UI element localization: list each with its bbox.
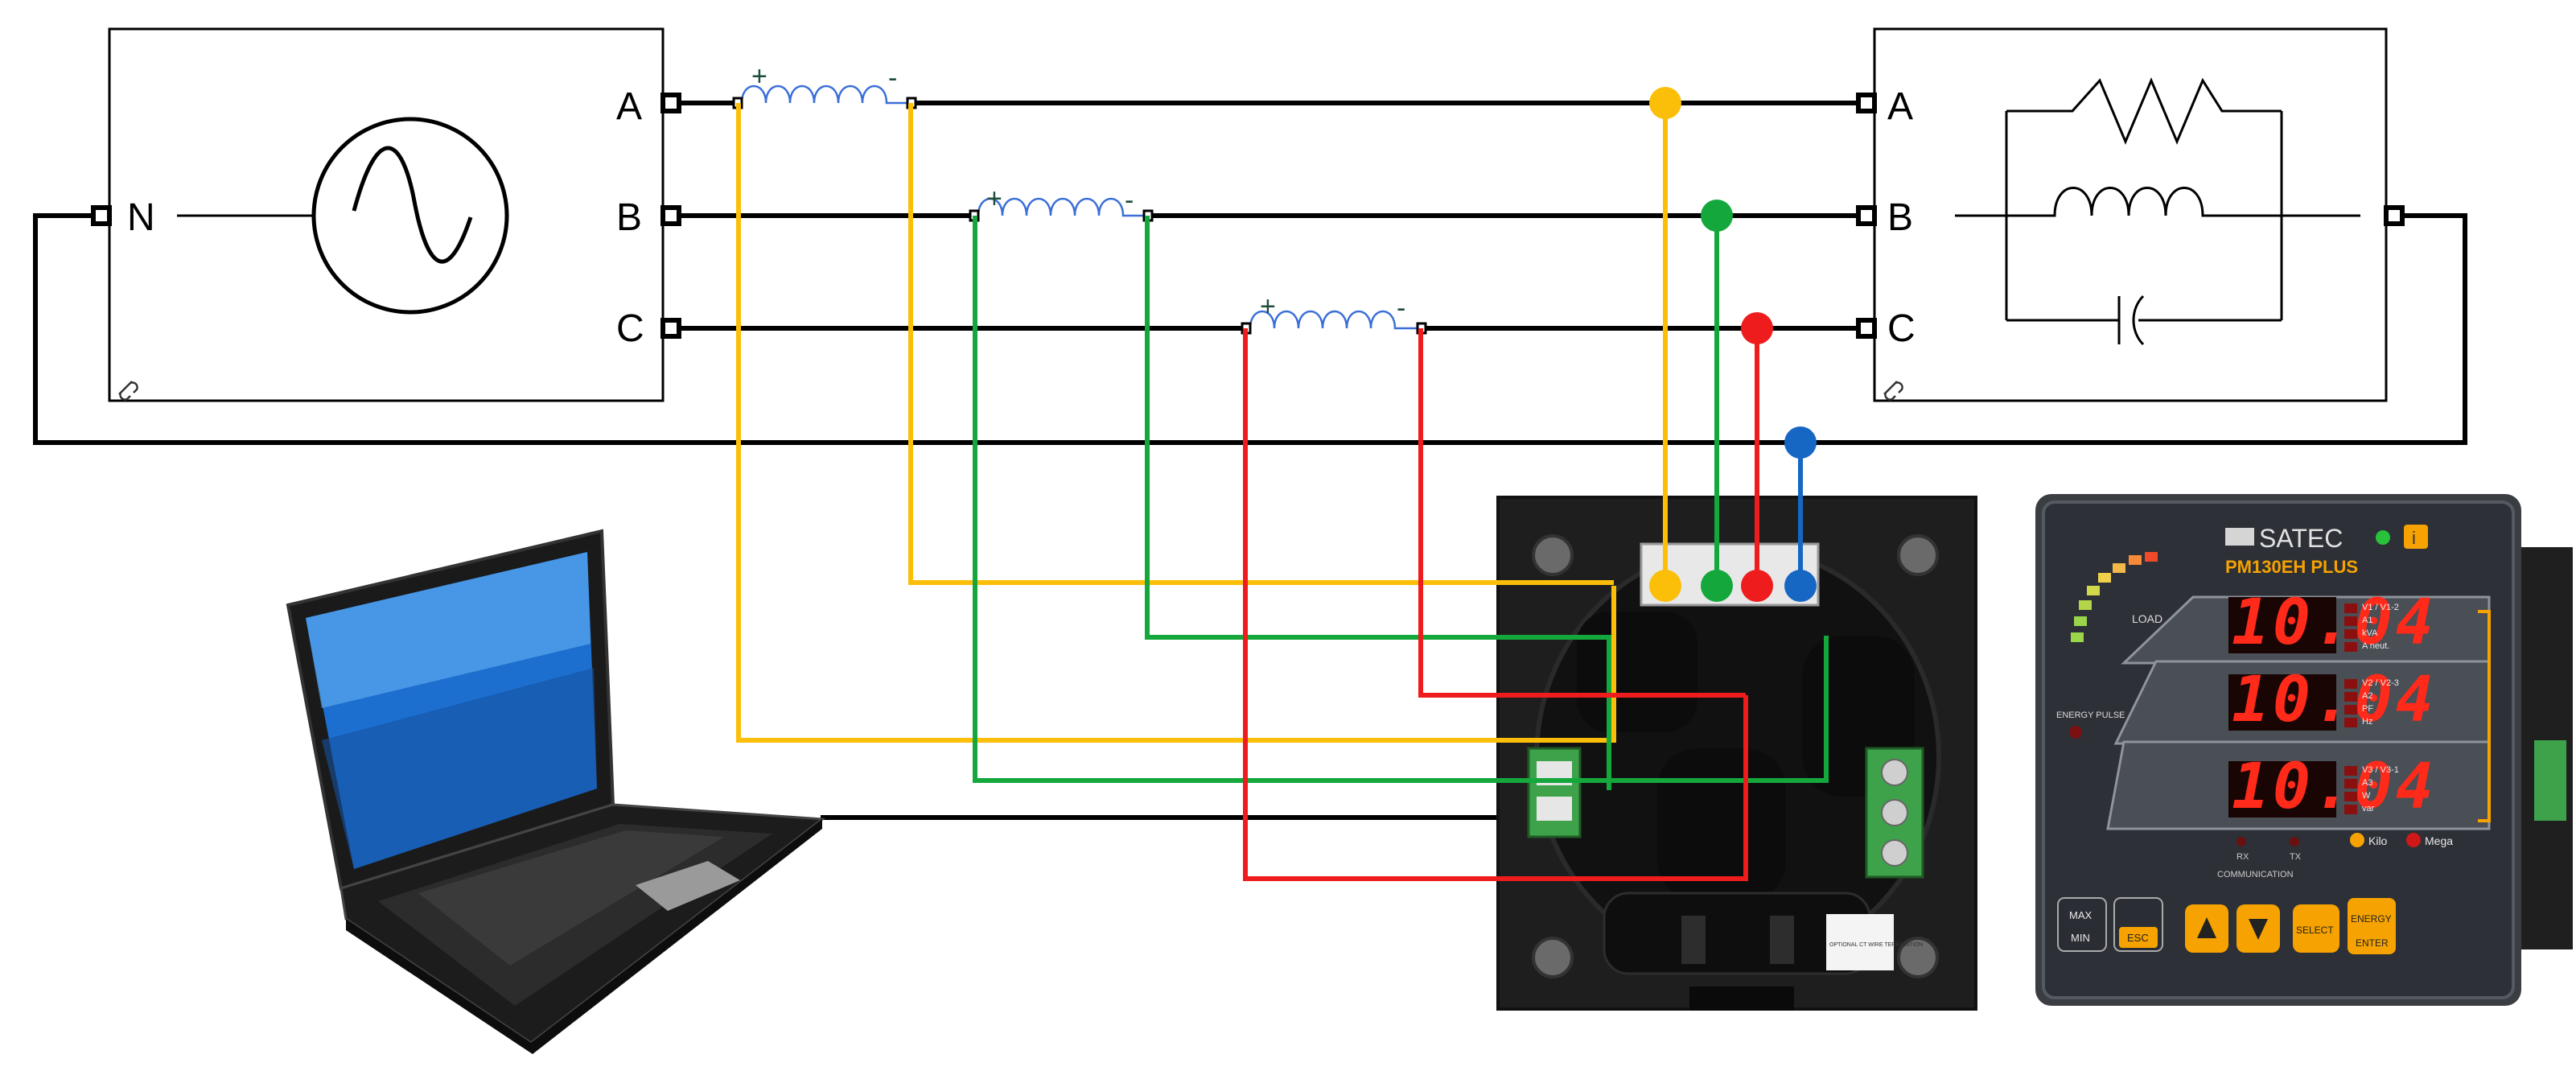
r2-l3: PF (2362, 704, 2373, 714)
load-bar-leds (2071, 552, 2158, 642)
svg-text:MIN: MIN (2071, 932, 2090, 944)
wire-phase-c-ct-plus (1243, 328, 1748, 881)
ct-phase-b: + - (969, 183, 1154, 222)
r1-l4: A neut. (2362, 641, 2389, 651)
source-port-n[interactable] (91, 205, 112, 226)
meter-back-view: OPTIONAL CT WIRE TERMINATION (1496, 496, 1977, 1011)
wire-phase-a-ct-minus (908, 103, 1614, 585)
neutral-return-wire (33, 213, 2467, 445)
svg-text:MAX: MAX (2069, 909, 2092, 921)
load-port-n[interactable] (2384, 205, 2405, 226)
r2-l1: V2 / V2-3 (2362, 678, 2399, 688)
load-port-b[interactable] (1856, 205, 1877, 226)
mega-label: Mega (2425, 834, 2453, 847)
load-port-a[interactable] (1856, 93, 1877, 113)
rx-label: RX (2237, 852, 2249, 862)
source-phase-a-label: A (616, 85, 642, 128)
power-lines (33, 101, 2467, 820)
ct-b-minus: - (1125, 185, 1134, 216)
r3-l1: V3 / V3-1 (2362, 765, 2399, 775)
source-port-b[interactable] (660, 205, 681, 226)
load-port-c[interactable] (1856, 318, 1877, 339)
display-reading-2: 10.04 (2232, 664, 2437, 736)
source-port-a[interactable] (660, 93, 681, 113)
r3-l3: W (2362, 791, 2371, 801)
load-phase-b-label: B (1887, 196, 1913, 239)
ct-a-minus: - (888, 63, 897, 93)
svg-text:ESC: ESC (2127, 932, 2149, 944)
source-block[interactable]: N A B C (91, 27, 681, 402)
max-min-button[interactable] (2057, 897, 2107, 952)
link-icon (118, 381, 138, 401)
svg-text:ENERGY: ENERGY (2351, 913, 2392, 925)
r3-l2: A3 (2362, 778, 2372, 788)
sine-wave-icon (352, 146, 473, 264)
link-icon (1883, 381, 1903, 401)
info-button[interactable] (2404, 525, 2428, 549)
ct-phase-a: + - (732, 61, 917, 109)
inductor-icon (2006, 187, 2282, 217)
wire-phase-c-ct-minus (1418, 328, 1746, 698)
power-led (2376, 530, 2390, 545)
svg-text:SELECT: SELECT (2296, 925, 2334, 936)
display-reading-1: 10.04 (2232, 587, 2437, 659)
touchpad (636, 861, 740, 911)
communication-label: COMMUNICATION (2217, 870, 2294, 879)
energy-enter-button[interactable] (2348, 898, 2396, 954)
r3-l4: var (2362, 804, 2375, 813)
neutral-label: N (127, 196, 155, 239)
meter-front-view: SATEC PM130EH PLUS i LOAD ENERGY PULSE 1… (2035, 494, 2573, 1006)
kilo-label: Kilo (2368, 834, 2388, 847)
wire-taps (1649, 87, 1817, 602)
select-button[interactable] (2293, 904, 2339, 953)
r2-l2: A2 (2362, 691, 2372, 701)
resistor-icon (2006, 77, 2282, 145)
display-reading-3: 10.04 (2232, 751, 2437, 823)
source-port-c[interactable] (660, 318, 681, 339)
wire-phase-b-ct-minus (1145, 216, 1611, 790)
load-phase-a-label: A (1887, 85, 1913, 128)
keyboard (418, 830, 724, 966)
ct-note-text: OPTIONAL CT WIRE TERMINATION (1829, 942, 1923, 948)
svg-text:i: i (2412, 528, 2416, 548)
meter-model: PM130EH PLUS (2225, 557, 2358, 577)
ct-a-plus: + (751, 61, 767, 92)
meter-brand: SATEC (2259, 524, 2343, 553)
load-phase-c-label: C (1887, 307, 1916, 350)
wire-phase-b-ct-plus (973, 216, 1829, 783)
rlc-load-symbol (1955, 77, 2360, 346)
capacitor-icon (2006, 294, 2282, 346)
svg-text:ENTER: ENTER (2356, 937, 2389, 949)
ac-source-symbol (311, 117, 509, 315)
ct-note-label (1826, 914, 1894, 970)
ct-b-plus: + (986, 183, 1002, 214)
source-phase-b-label: B (616, 196, 642, 239)
ct-c-minus: - (1397, 293, 1405, 323)
load-label: LOAD (2132, 612, 2162, 625)
source-phase-c-label: C (616, 307, 644, 350)
load-block[interactable]: A B C (1856, 27, 2405, 402)
r1-l1: V1 / V1-2 (2362, 603, 2399, 612)
wire-phase-a-ct-plus (736, 103, 1616, 743)
tx-label: TX (2290, 852, 2302, 862)
signal-wires (736, 103, 1829, 881)
energy-pulse-label: ENERGY PULSE (2056, 710, 2125, 720)
r2-l4: Hz (2362, 717, 2372, 727)
ct-c-plus: + (1260, 291, 1276, 322)
r1-l3: kVA (2362, 628, 2378, 638)
laptop-icon (286, 529, 826, 1054)
ct-phase-c: + - (1241, 291, 1427, 335)
r1-l2: A1 (2362, 616, 2372, 625)
